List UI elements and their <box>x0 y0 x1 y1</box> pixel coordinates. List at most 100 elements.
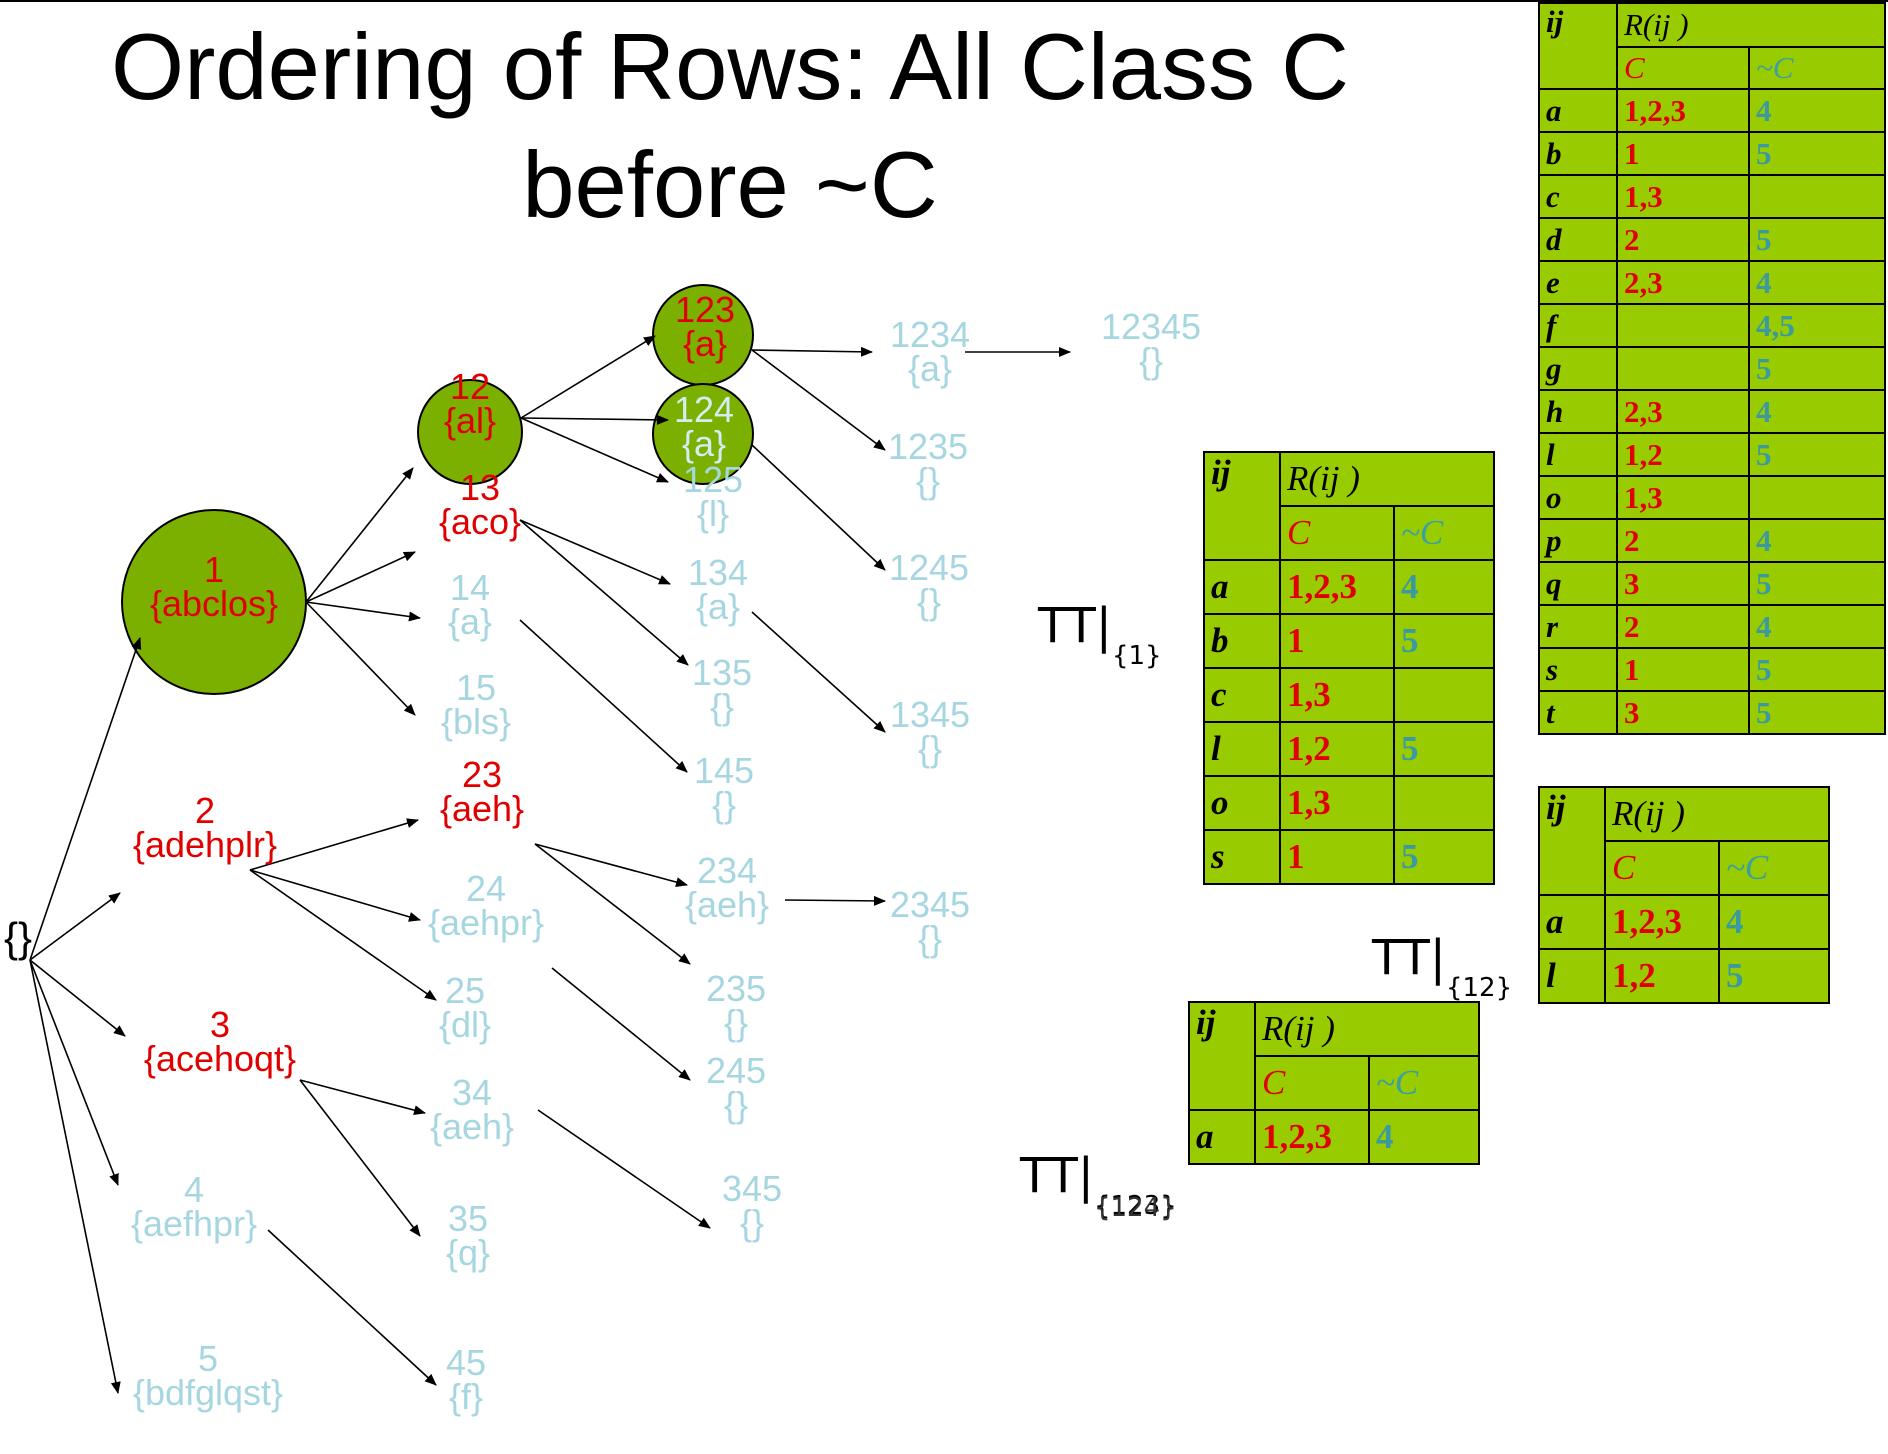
node-tidset: {aeh} <box>439 788 525 829</box>
tree-edge-arrow <box>29 959 126 1037</box>
tree-node-1345: 1345{} <box>890 697 970 767</box>
row-ij-cell: l <box>1538 432 1618 477</box>
node-tidset: {} <box>917 918 943 959</box>
row-c-cell: 1 <box>1616 131 1750 176</box>
projection-subscript: {123} <box>1093 1191 1177 1221</box>
node-tidset: {} <box>915 460 941 501</box>
tree-edge-arrow <box>29 959 121 1394</box>
row-not-c-cell: 4 <box>1748 389 1886 434</box>
projection-label-12: TT|{12} <box>1372 930 1512 1003</box>
row-c-cell: 3 <box>1616 561 1750 606</box>
row-not-c-cell: 5 <box>1393 613 1495 669</box>
header-r: R(ij ) <box>1604 786 1830 842</box>
tree-edge-arrow <box>751 349 886 451</box>
node-tidset: {al} <box>443 400 497 441</box>
tree-root-node: {} <box>3 914 33 961</box>
tree-edge-arrow <box>519 619 688 773</box>
tree-edge-arrow <box>299 1079 426 1116</box>
tree-edge-arrow <box>520 335 656 419</box>
node-itemset: 1235 <box>887 426 969 467</box>
row-ij-cell: c <box>1203 667 1281 723</box>
tree-node-5: 5{bdfglqst} <box>132 1338 284 1413</box>
node-highlight-circle <box>652 383 754 485</box>
tree-edge-arrow <box>520 414 669 425</box>
row-c-cell: 1,2 <box>1604 948 1720 1004</box>
node-itemset: 45 <box>445 1342 487 1383</box>
row-ij-cell: a <box>1538 88 1618 133</box>
row-c-cell: 1,3 <box>1616 174 1750 219</box>
row-ij-cell: a <box>1188 1109 1256 1165</box>
row-ij-cell: h <box>1538 389 1618 434</box>
header-ij: ij <box>1538 786 1606 896</box>
tree-edge-arrow <box>751 611 886 733</box>
tree-node-34: 34{aeh} <box>429 1075 515 1147</box>
row-c-cell <box>1616 346 1750 391</box>
row-not-c-cell: 5 <box>1393 721 1495 777</box>
node-tidset: {aehpr} <box>427 902 545 943</box>
tree-edge-arrow <box>249 818 419 871</box>
header-ij: ij <box>1203 451 1281 561</box>
row-ij-cell: p <box>1538 518 1618 563</box>
tree-node-125: 125{l} <box>683 462 743 532</box>
node-tidset: {} <box>723 1002 749 1043</box>
row-c-cell: 1,2,3 <box>1254 1109 1370 1165</box>
node-tidset: {bdfglqst} <box>132 1372 284 1413</box>
node-tidset: {aeh} <box>684 884 770 925</box>
row-not-c-cell: 4 <box>1393 559 1495 615</box>
tree-node-345: 345{} <box>722 1171 782 1241</box>
node-tidset: {a} <box>447 601 493 642</box>
node-itemset: 4 <box>183 1169 205 1210</box>
node-tidset: {aco} <box>438 501 522 542</box>
node-tidset: {} <box>709 686 735 727</box>
row-not-c-cell: 5 <box>1748 561 1886 606</box>
row-ij-cell: g <box>1538 346 1618 391</box>
tree-node-1245: 1245{} <box>889 550 969 622</box>
tree-edge-arrow <box>537 1109 711 1229</box>
row-not-c-cell: 4 <box>1368 1109 1480 1165</box>
row-ij-cell: l <box>1538 948 1606 1004</box>
row-not-c-cell: 5 <box>1393 829 1495 885</box>
node-itemset: 245 <box>705 1050 767 1091</box>
tree-node-35: 35{q} <box>446 1201 490 1271</box>
header-c: C <box>1616 46 1750 90</box>
node-tidset: {} <box>1138 340 1164 381</box>
row-not-c-cell: 5 <box>1748 432 1886 477</box>
row-ij-cell: b <box>1203 613 1281 669</box>
tree-edge-arrow <box>305 601 416 716</box>
title-line-1: Ordering of Rows: All Class C <box>110 14 1350 119</box>
row-ij-cell: t <box>1538 690 1618 735</box>
node-tidset: {f} <box>448 1376 484 1417</box>
row-not-c-cell <box>1748 174 1886 219</box>
title-line-2: before ~C <box>522 132 938 237</box>
node-itemset: 5 <box>197 1338 219 1379</box>
node-tidset: {aeh} <box>429 1106 515 1147</box>
node-itemset: 134 <box>687 552 749 593</box>
node-tidset: {dl} <box>438 1004 492 1045</box>
node-tidset: {} <box>711 784 737 825</box>
row-ij-cell: s <box>1203 829 1281 885</box>
node-itemset: 145 <box>693 750 755 791</box>
node-tidset: {} <box>916 581 942 622</box>
row-ij-cell: f <box>1538 303 1618 348</box>
row-c-cell: 2 <box>1616 604 1750 649</box>
tree-edge-arrow <box>29 637 142 961</box>
tree-node-13: 13{aco} <box>438 470 522 542</box>
tree-node-25: 25{dl} <box>438 973 492 1045</box>
node-itemset: 135 <box>691 652 753 693</box>
tree-node-4: 4{aefhpr} <box>131 1169 257 1242</box>
row-not-c-cell: 5 <box>1748 131 1886 176</box>
slide-title: Ordering of Rows: All Class C before ~C <box>60 8 1400 244</box>
projection-label-124-overlap: TT|{124} <box>1020 1150 1177 1223</box>
node-itemset: 12 <box>449 366 491 407</box>
